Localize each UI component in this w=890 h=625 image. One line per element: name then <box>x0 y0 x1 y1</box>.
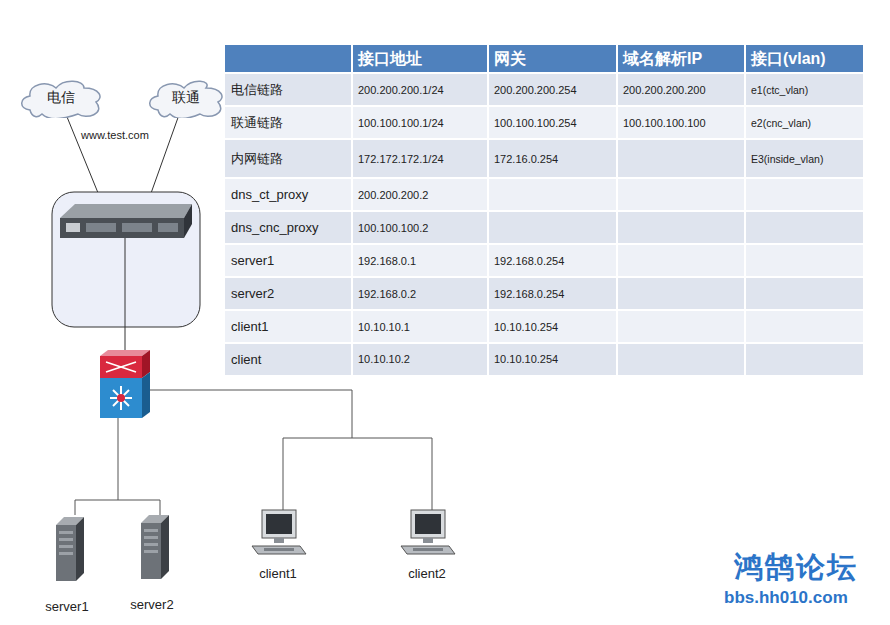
server-symbol <box>127 511 177 583</box>
table-cell: client1 <box>225 310 352 343</box>
table-cell: 10.10.10.1 <box>352 310 488 343</box>
workstation-symbol <box>248 508 308 558</box>
cloud-node: 联通 <box>146 78 226 118</box>
table-cell: 100.100.100.100 <box>617 106 745 139</box>
device-label: client1 <box>259 566 297 581</box>
table-cell: 192.168.0.254 <box>488 277 617 310</box>
client-node: client2 <box>397 508 457 581</box>
table-cell: 10.10.10.254 <box>488 310 617 343</box>
table-cell: dns_cnc_proxy <box>225 211 352 244</box>
table-cell: 联通链路 <box>225 106 352 139</box>
table-cell: server1 <box>225 244 352 277</box>
table-cell: 172.172.172.1/24 <box>352 139 488 178</box>
table-cell: 内网链路 <box>225 139 352 178</box>
table-cell: client <box>225 343 352 375</box>
device-label: server2 <box>130 597 173 612</box>
cloud-label: 联通 <box>172 89 200 107</box>
table-header: 域名解析IP <box>617 45 745 73</box>
server-node: server1 <box>42 513 92 614</box>
table-cell: 10.10.10.254 <box>488 343 617 375</box>
table-cell: server2 <box>225 277 352 310</box>
table-cell: 192.168.0.254 <box>488 244 617 277</box>
table-cell: 192.168.0.1 <box>352 244 488 277</box>
workstation-symbol <box>397 508 457 558</box>
table-cell: 200.200.200.1/24 <box>352 73 488 106</box>
table-cell: 200.200.200.200 <box>617 73 745 106</box>
device-label: client2 <box>408 566 446 581</box>
table-cell: E3(inside_vlan) <box>745 139 863 178</box>
table-cell: 172.16.0.254 <box>488 139 617 178</box>
table-cell: 100.100.100.2 <box>352 211 488 244</box>
table-cell: e1(ctc_vlan) <box>745 73 863 106</box>
domain-label: www.test.com <box>80 129 150 141</box>
table-cell: 10.10.10.2 <box>352 343 488 375</box>
device-housing <box>52 192 200 327</box>
table-cell: dns_ct_proxy <box>225 178 352 211</box>
server-symbol <box>42 513 92 585</box>
table-cell: 200.200.200.254 <box>488 73 617 106</box>
router-symbol <box>60 204 192 238</box>
table-cell: 200.200.200.2 <box>352 178 488 211</box>
table-cell: 192.168.0.2 <box>352 277 488 310</box>
table-cell: 电信链路 <box>225 73 352 106</box>
table-cell: 100.100.100.254 <box>488 106 617 139</box>
device-label: server1 <box>45 599 88 614</box>
client-node: client1 <box>248 508 308 581</box>
switch-symbol <box>100 350 150 418</box>
table-header: 网关 <box>488 45 617 73</box>
table-cell: e2(cnc_vlan) <box>745 106 863 139</box>
table-header: 接口地址 <box>352 45 488 73</box>
cloud-node: 电信 <box>18 78 104 118</box>
table-header: 接口(vlan) <box>745 45 863 73</box>
watermark: 鸿鹄论坛 <box>734 548 858 588</box>
server-node: server2 <box>127 511 177 612</box>
table-cell: 100.100.100.1/24 <box>352 106 488 139</box>
watermark-url: bbs.hh010.com <box>724 588 848 608</box>
cloud-label: 电信 <box>47 89 75 107</box>
